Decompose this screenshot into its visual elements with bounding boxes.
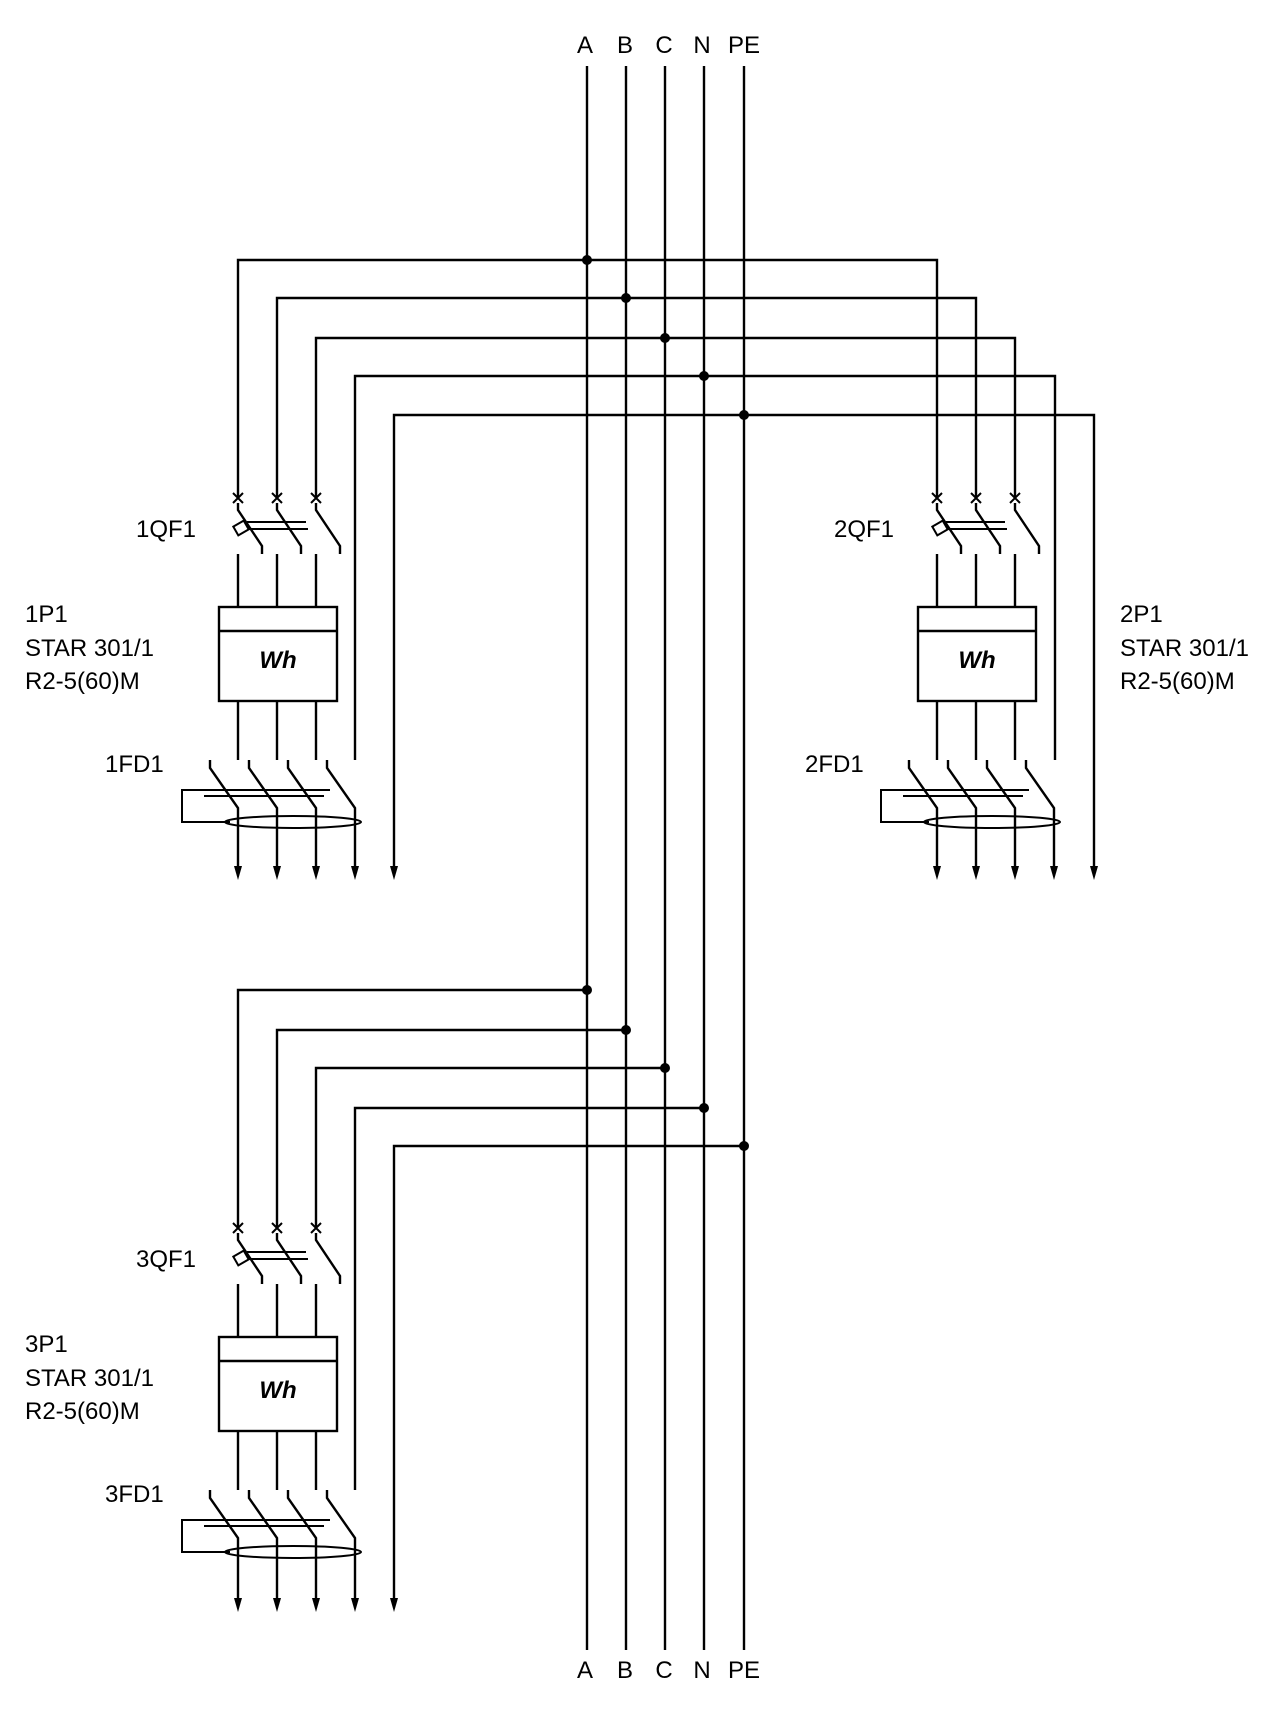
meter-2p1-model: STAR 301/1 bbox=[1120, 635, 1249, 662]
bus-label-c-bottom: C bbox=[655, 1657, 672, 1684]
group-1: 1QF1 Wh 1P1 STAR 301/1 R2-5(60)M 1FD1 bbox=[25, 491, 398, 880]
breaker-3qf1-symbol bbox=[231, 1221, 342, 1286]
bottom-tap-wiring bbox=[236, 988, 744, 1598]
meter-3p1-model: STAR 301/1 bbox=[25, 1365, 154, 1392]
rcd-3fd1-symbol bbox=[180, 1488, 363, 1560]
bus-label-n-top: N bbox=[693, 32, 710, 59]
breaker-1qf1-symbol bbox=[231, 491, 342, 556]
rcd-1fd1-label: 1FD1 bbox=[105, 751, 164, 778]
bus-label-a-top: A bbox=[577, 32, 593, 59]
bus-label-pe-top: PE bbox=[728, 32, 760, 59]
meter-2p1-id: 2P1 bbox=[1120, 601, 1163, 628]
group-2: 2QF1 Wh 2P1 STAR 301/1 R2-5(60)M 2FD1 bbox=[805, 491, 1249, 880]
bus-lines bbox=[585, 66, 746, 1650]
group-3: 3QF1 Wh 3P1 STAR 301/1 R2-5(60)M 3FD1 bbox=[25, 1221, 398, 1612]
bus-labels-top: A B C N PE bbox=[577, 32, 760, 59]
meter-3p1-id: 3P1 bbox=[25, 1331, 68, 1358]
breaker-2qf1-symbol bbox=[930, 491, 1041, 556]
breaker-1qf1-label: 1QF1 bbox=[136, 516, 196, 543]
breaker-2qf1-label: 2QF1 bbox=[834, 516, 894, 543]
rcd-2fd1-symbol bbox=[879, 758, 1062, 830]
meter-1p1-rating: R2-5(60)M bbox=[25, 668, 140, 695]
meter-1p1-id: 1P1 bbox=[25, 601, 68, 628]
bus-label-b-bottom: B bbox=[617, 1657, 633, 1684]
bus-label-b-top: B bbox=[617, 32, 633, 59]
rcd-3fd1-label: 3FD1 bbox=[105, 1481, 164, 1508]
meter-3p1-rating: R2-5(60)M bbox=[25, 1398, 140, 1425]
meter-2p1-rating: R2-5(60)M bbox=[1120, 668, 1235, 695]
bus-labels-bottom: A B C N PE bbox=[577, 1657, 760, 1684]
meter-2p1-symbol-text: Wh bbox=[958, 647, 995, 674]
top-junctions bbox=[582, 255, 749, 420]
rcd-2fd1-label: 2FD1 bbox=[805, 751, 864, 778]
bus-label-c-top: C bbox=[655, 32, 672, 59]
bottom-junctions bbox=[582, 985, 749, 1151]
bus-label-n-bottom: N bbox=[693, 1657, 710, 1684]
bus-label-a-bottom: A bbox=[577, 1657, 593, 1684]
breaker-3qf1-label: 3QF1 bbox=[136, 1246, 196, 1273]
meter-1p1-model: STAR 301/1 bbox=[25, 635, 154, 662]
bus-label-pe-bottom: PE bbox=[728, 1657, 760, 1684]
meter-3p1-symbol-text: Wh bbox=[259, 1377, 296, 1404]
rcd-1fd1-symbol bbox=[180, 758, 363, 830]
meter-1p1-symbol-text: Wh bbox=[259, 647, 296, 674]
